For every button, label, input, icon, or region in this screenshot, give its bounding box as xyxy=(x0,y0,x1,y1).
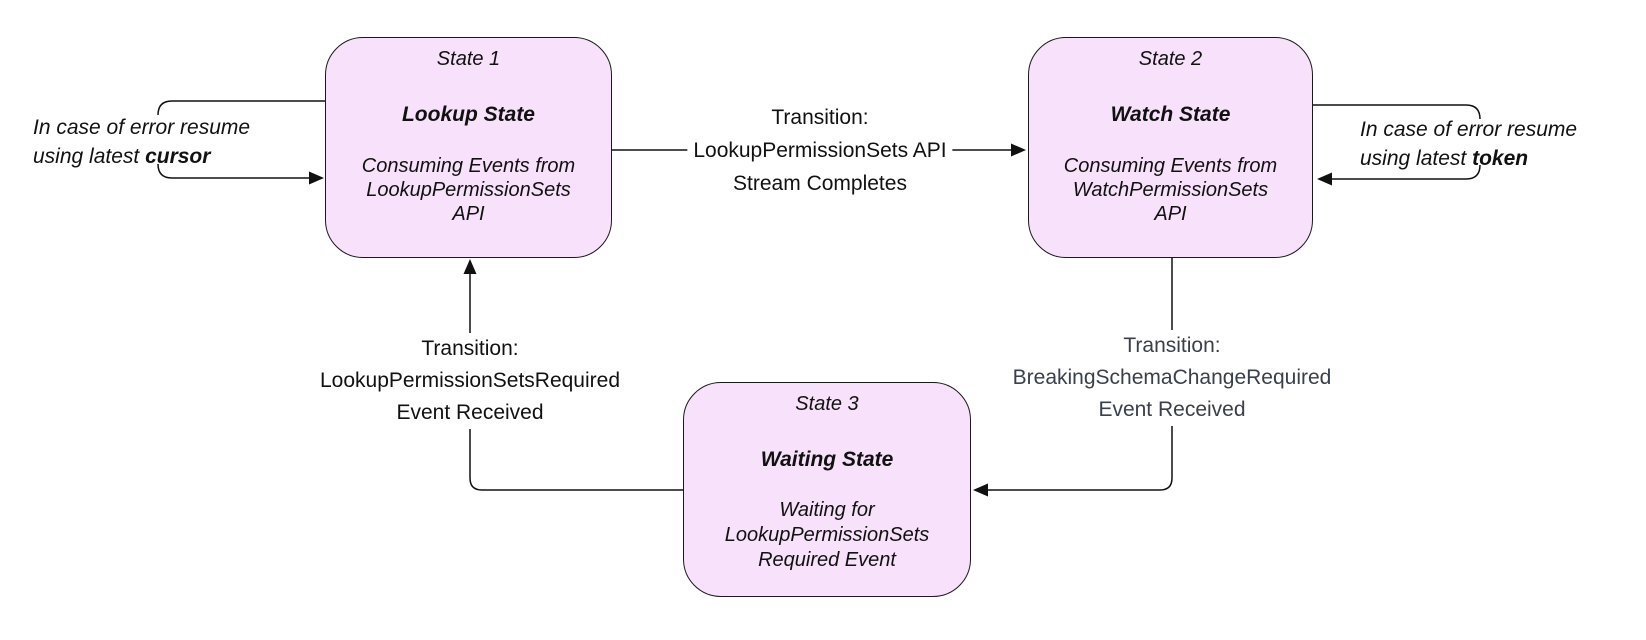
error-note-line: using latest token xyxy=(1360,144,1577,173)
state-description: Consuming Events from LookupPermissionSe… xyxy=(326,154,611,226)
error-loop-cursor-bottom xyxy=(157,163,311,179)
error-note-line: using latest cursor xyxy=(33,142,250,171)
state-description-line: LookupPermissionSets xyxy=(366,179,571,201)
state-box-lookup: State 1 Lookup State Consuming Events fr… xyxy=(325,37,612,258)
state-description-line: API xyxy=(1154,203,1187,225)
state-description-line: Consuming Events from xyxy=(1063,155,1278,177)
state-description: Waiting for LookupPermissionSets Require… xyxy=(684,498,970,573)
state-box-waiting: State 3 Waiting State Waiting for Lookup… xyxy=(683,382,971,597)
arrow-state3-to-state1-lower xyxy=(469,428,683,491)
state-description: Consuming Events from WatchPermissionSet… xyxy=(1029,154,1312,226)
state-name: Lookup State xyxy=(401,103,535,126)
transition-label-line: Transition: xyxy=(421,337,519,360)
transition-label-stream-completes: Transition: LookupPermissionSets API Str… xyxy=(687,101,953,200)
arrowhead-into-state2 xyxy=(1011,143,1026,157)
transition-label-line: Event Received xyxy=(1098,398,1246,421)
state-title: State 3 xyxy=(795,393,859,415)
transition-label-breaking-schema-change: Transition: BreakingSchemaChangeRequired… xyxy=(1006,330,1338,426)
state-name: Waiting State xyxy=(760,448,894,471)
error-note-line: In case of error resume xyxy=(1360,118,1578,141)
arrowhead-into-state3 xyxy=(973,483,988,497)
state-description-line: Consuming Events from xyxy=(361,155,576,177)
error-note-cursor: In case of error resume using latest cur… xyxy=(33,113,250,171)
state-description-line: LookupPermissionSets xyxy=(724,524,930,546)
arrowhead-cursor-loop xyxy=(309,171,324,185)
error-note-token: In case of error resume using latest tok… xyxy=(1360,115,1577,173)
transition-label-line: Transition: xyxy=(771,106,869,129)
transition-label-line: BreakingSchemaChangeRequired xyxy=(1012,366,1332,389)
state-description-line: WatchPermissionSets xyxy=(1072,179,1269,201)
state-box-watch: State 2 Watch State Consuming Events fro… xyxy=(1028,37,1313,258)
state-description-line: API xyxy=(452,203,485,225)
state-description-line: Waiting for xyxy=(779,499,875,521)
error-note-prefix: using latest xyxy=(1360,147,1473,170)
error-loop-token-bottom xyxy=(1330,164,1481,180)
arrow-state2-to-state3-lower xyxy=(988,420,1173,491)
error-note-keyword: token xyxy=(1472,147,1529,170)
arrowhead-into-state1 xyxy=(463,259,477,274)
error-note-line: In case of error resume xyxy=(33,116,251,139)
error-note-prefix: using latest xyxy=(33,145,146,168)
state-name: Watch State xyxy=(1110,103,1231,126)
error-note-keyword: cursor xyxy=(145,145,211,168)
transition-label-line: Event Received xyxy=(396,401,544,424)
transition-label-line: LookupPermissionSetsRequired xyxy=(320,369,620,392)
transition-label-line: Transition: xyxy=(1123,334,1221,357)
arrowhead-token-loop xyxy=(1317,172,1332,186)
error-loop-cursor-top xyxy=(157,100,325,116)
state-title: State 1 xyxy=(436,48,501,70)
error-loop-token-top xyxy=(1313,104,1481,120)
transition-label-line: Stream Completes xyxy=(733,172,907,195)
state-title: State 2 xyxy=(1138,48,1203,70)
transition-label-lookup-required: Transition: LookupPermissionSetsRequired… xyxy=(314,333,626,429)
state-description-line: Required Event xyxy=(758,549,896,571)
transition-label-line: LookupPermissionSets API xyxy=(693,139,947,162)
